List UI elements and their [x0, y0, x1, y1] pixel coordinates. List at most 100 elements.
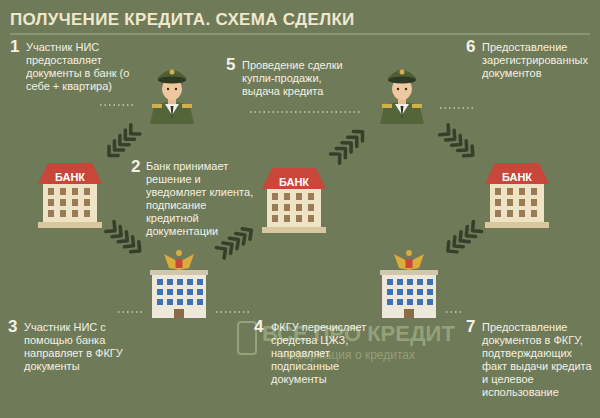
emblem-shield [176, 259, 183, 268]
step-number: 3 [8, 318, 24, 336]
window [60, 199, 66, 206]
window [417, 299, 423, 305]
window [296, 193, 302, 200]
epaulette [382, 104, 392, 108]
watermark-phone [238, 322, 256, 354]
window [60, 188, 66, 195]
eye [175, 88, 177, 90]
bank-icon [485, 160, 549, 228]
window [72, 210, 78, 217]
bank-label: БАНК [55, 171, 85, 183]
window [531, 188, 537, 195]
bank-building [490, 184, 544, 222]
window [417, 279, 423, 285]
window [187, 299, 193, 305]
window [84, 199, 90, 206]
bank-base [38, 222, 102, 228]
bank-icon [262, 165, 326, 233]
window [157, 289, 163, 295]
eye [405, 88, 407, 90]
eye [397, 88, 399, 90]
chevron-connector [106, 222, 140, 252]
bank-building [43, 184, 97, 222]
chevron-connector [109, 125, 140, 156]
bank-base [485, 222, 549, 228]
epaulette [152, 104, 162, 108]
window [495, 199, 501, 206]
step-text: Участник НИС с помощью банка направляет … [24, 321, 142, 373]
emblem-eagle [394, 254, 424, 270]
door [174, 309, 184, 318]
window [72, 188, 78, 195]
window [157, 299, 163, 305]
window [417, 289, 423, 295]
window [296, 204, 302, 211]
window [284, 193, 290, 200]
window [197, 299, 203, 305]
epaulette [412, 104, 422, 108]
emblem-shield [406, 259, 413, 268]
tie [401, 106, 404, 119]
window [167, 299, 173, 305]
bank-node: БАНК [485, 160, 549, 228]
fkgu-icon [378, 248, 440, 318]
window [157, 279, 163, 285]
fkgu-icon [148, 248, 210, 318]
chevron-connector [448, 221, 482, 251]
window [397, 299, 403, 305]
leader-line [118, 311, 143, 312]
window [519, 188, 525, 195]
soldier-node: 6Предоставление зарегистрированных докум… [372, 62, 432, 124]
cap-badge [170, 70, 175, 75]
window [407, 279, 413, 285]
window [507, 199, 513, 206]
window [308, 204, 314, 211]
window [284, 215, 290, 222]
bank-node: БАНК2Банк принимает решение и уведомляет… [38, 160, 102, 228]
window [407, 289, 413, 295]
window [519, 199, 525, 206]
window [308, 193, 314, 200]
window [387, 279, 393, 285]
window [167, 289, 173, 295]
step-number: 2 [131, 158, 145, 176]
step-text: Предоставление зарегистрированных докуме… [482, 41, 592, 80]
window [48, 199, 54, 206]
window [507, 210, 513, 217]
step-number: 4 [254, 318, 270, 336]
soldier-icon [142, 62, 202, 124]
window [495, 188, 501, 195]
leader-line [440, 107, 476, 108]
chevron-connector [440, 125, 473, 156]
window [84, 210, 90, 217]
window [397, 289, 403, 295]
fkgu-node: 3Участник НИС с помощью банка направляет… [148, 248, 210, 318]
window [177, 299, 183, 305]
emblem-crown [406, 250, 412, 256]
window [397, 279, 403, 285]
bank-node: БАНК5Проведение сделки купли-продажи, вы… [262, 165, 326, 233]
soldier-icon [372, 62, 432, 124]
bank-label: БАНК [502, 171, 532, 183]
window [387, 299, 393, 305]
epaulette [182, 104, 192, 108]
window [72, 199, 78, 206]
step-number: 6 [466, 38, 482, 56]
soldier-node: 1Участник НИС предоставляет документы в … [142, 62, 202, 124]
cornice [380, 270, 438, 275]
window [296, 215, 302, 222]
leader-line [100, 104, 136, 105]
chevron-connector [216, 229, 251, 258]
tie [171, 106, 174, 119]
window [48, 188, 54, 195]
uniform [150, 102, 194, 124]
step-number: 1 [10, 38, 26, 56]
window [187, 279, 193, 285]
window [507, 188, 513, 195]
window [197, 289, 203, 295]
window [427, 299, 433, 305]
chevron-connector [331, 132, 363, 164]
step-text: Участник НИС предоставляет документы в б… [26, 41, 142, 93]
window [427, 279, 433, 285]
window [272, 193, 278, 200]
